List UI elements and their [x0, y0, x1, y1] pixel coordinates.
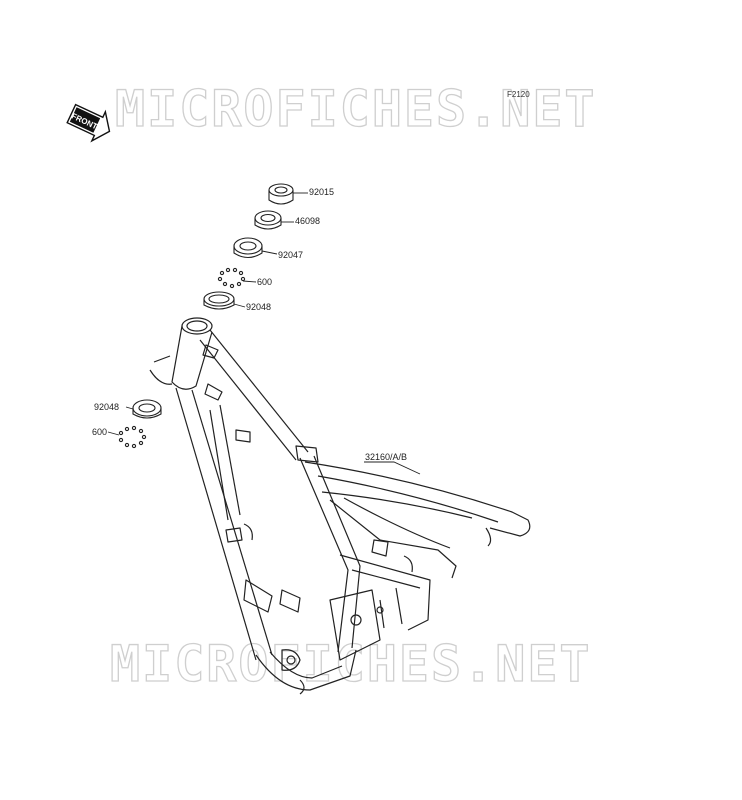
part-label-46098[interactable]: 46098: [295, 216, 321, 226]
watermark-bottom: MICROFICHES.NET: [109, 634, 592, 693]
part-label-92015[interactable]: 92015: [309, 187, 335, 197]
part-600-balls-upper: [217, 267, 246, 289]
part-label-600-upper[interactable]: 600: [257, 277, 273, 287]
part-label-600-lower[interactable]: 600: [92, 427, 108, 437]
part-92047-seal: [233, 237, 263, 259]
part-46098-ring: [254, 210, 282, 230]
part-label-92047[interactable]: 92047: [278, 250, 304, 260]
part-label-92048-lower[interactable]: 92048: [94, 402, 120, 412]
watermark-top: MICROFICHES.NET: [114, 79, 597, 138]
part-92015-nut: [268, 183, 294, 205]
leader-lines: [107, 192, 421, 475]
part-label-92048-upper[interactable]: 92048: [246, 302, 272, 312]
part-label-32160[interactable]: 32160/A/B: [365, 452, 408, 462]
part-92048-race-lower: [132, 399, 162, 419]
part-600-balls-lower: [118, 425, 147, 449]
front-arrow-icon: FRONT: [66, 103, 111, 143]
figure-code: F2120: [507, 90, 530, 99]
frame-body: [149, 317, 531, 695]
part-92048-race-upper: [203, 291, 235, 310]
